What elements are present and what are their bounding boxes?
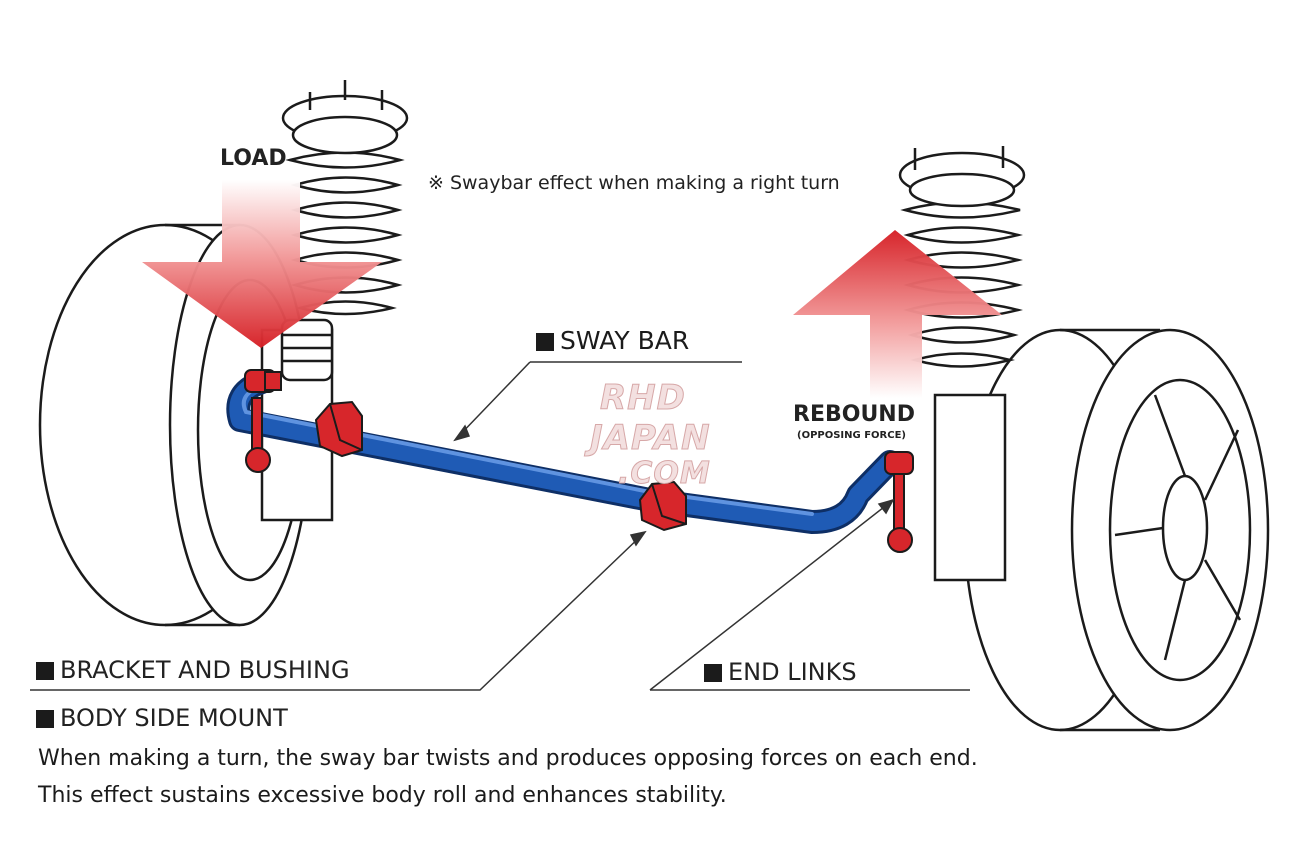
load-label: LOAD [220,146,287,171]
watermark-line-2: JAPAN [590,418,711,459]
right-strut [898,146,1026,582]
sway-bar-label: SWAY BAR [536,326,689,355]
watermark-line-3: .COM [618,456,711,492]
end-links-label: END LINKS [704,658,857,686]
right-end-link [884,451,914,553]
rebound-label: REBOUND [793,402,915,427]
description: When making a turn, the sway bar twists … [38,740,978,814]
bullet-square-icon [536,333,554,351]
description-line-2: This effect sustains excessive body roll… [38,783,727,808]
diagram-note: ※ Swaybar effect when making a right tur… [428,172,840,194]
body-side-mount-label-text: BODY SIDE MOUNT [60,704,288,732]
rebound-sublabel: (OPPOSING FORCE) [797,430,906,441]
body-side-mount-label: BODY SIDE MOUNT [36,704,288,732]
bracket-bushing-label-text: BRACKET AND BUSHING [60,656,350,684]
leader-lines [30,361,970,691]
center-bracket [638,480,687,532]
end-links-label-text: END LINKS [728,658,857,686]
right-wheel [963,328,1270,732]
rebound-arrow [793,230,1002,398]
sway-bar-label-text: SWAY BAR [560,326,690,355]
left-end-link [244,369,282,473]
left-bracket [314,400,363,458]
bullet-square-icon [36,662,54,680]
load-arrow [142,180,382,348]
watermark-line-1: RHD [600,378,686,419]
description-line-1: When making a turn, the sway bar twists … [38,746,978,771]
bullet-square-icon [704,664,722,682]
bracket-bushing-label: BRACKET AND BUSHING [36,656,350,684]
bullet-square-icon [36,710,54,728]
